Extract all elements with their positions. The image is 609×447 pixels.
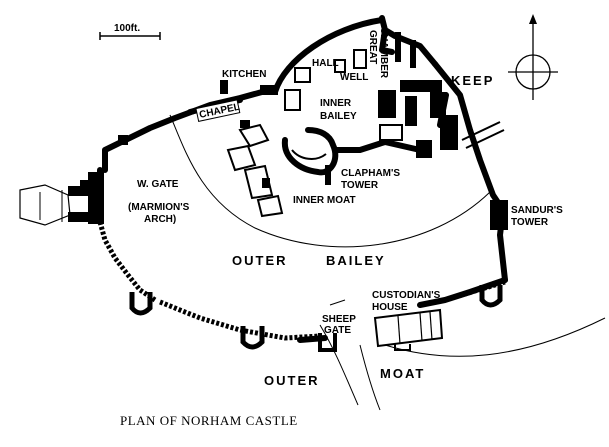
label-sheep-gate: SHEEP GATE [322,314,356,336]
svg-text:OUTER: OUTER [232,253,288,268]
label-sandurs-tower: SANDUR'S TOWER [511,205,563,228]
svg-text:SANDUR'S: SANDUR'S [511,205,563,216]
svg-text:GATE: GATE [324,325,351,336]
label-keep: KEEP [451,73,494,88]
label-well: WELL [340,72,368,83]
svg-text:BAILEY: BAILEY [320,111,357,122]
svg-text:HOUSE: HOUSE [372,302,408,313]
compass-icon [508,14,558,100]
svg-text:ARCH): ARCH) [144,214,176,225]
svg-text:MOAT: MOAT [380,366,425,381]
label-inner-moat: INNER MOAT [293,195,356,206]
svg-text:BAILEY: BAILEY [326,253,386,268]
svg-text:INNER: INNER [320,98,352,109]
label-outer-bailey: OUTER BAILEY [232,253,386,268]
inner-gate-ring [281,127,432,185]
svg-text:GREAT: GREAT [367,30,378,64]
plan-caption: PLAN OF NORHAM CASTLE [120,413,298,428]
svg-text:TOWER: TOWER [341,180,379,191]
scale-bar: 100ft. [99,23,161,40]
scale-label: 100ft. [114,23,140,34]
moat-lines [169,114,606,411]
label-kitchen: KITCHEN [222,69,266,80]
label-great-chamber: GREAT CHAMBER [367,27,389,79]
inner-buildings [226,120,284,218]
keep [378,80,505,150]
svg-text:(MARMION'S: (MARMION'S [128,202,190,213]
svg-text:TOWER: TOWER [511,217,549,228]
inner-bailey-walls [260,15,438,111]
svg-text:OUTER: OUTER [264,373,320,388]
svg-text:CLAPHAM'S: CLAPHAM'S [341,168,400,179]
west-gate [19,172,104,226]
svg-text:SHEEP: SHEEP [322,314,356,325]
wall-towers [129,285,503,352]
label-hall: HALL [312,58,339,69]
label-inner-bailey: INNER BAILEY [320,98,357,122]
label-marmions-arch: (MARMION'S ARCH) [128,202,190,225]
label-custodians-house: CUSTODIAN'S HOUSE [372,290,441,313]
svg-text:CHAMBER: CHAMBER [378,27,389,79]
label-outer-moat: OUTER MOAT [264,366,425,388]
custodians-house [373,308,444,351]
label-claphams-tower: CLAPHAM'S TOWER [341,168,400,191]
svg-text:CUSTODIAN'S: CUSTODIAN'S [372,290,441,301]
label-w-gate: W. GATE [137,179,179,190]
